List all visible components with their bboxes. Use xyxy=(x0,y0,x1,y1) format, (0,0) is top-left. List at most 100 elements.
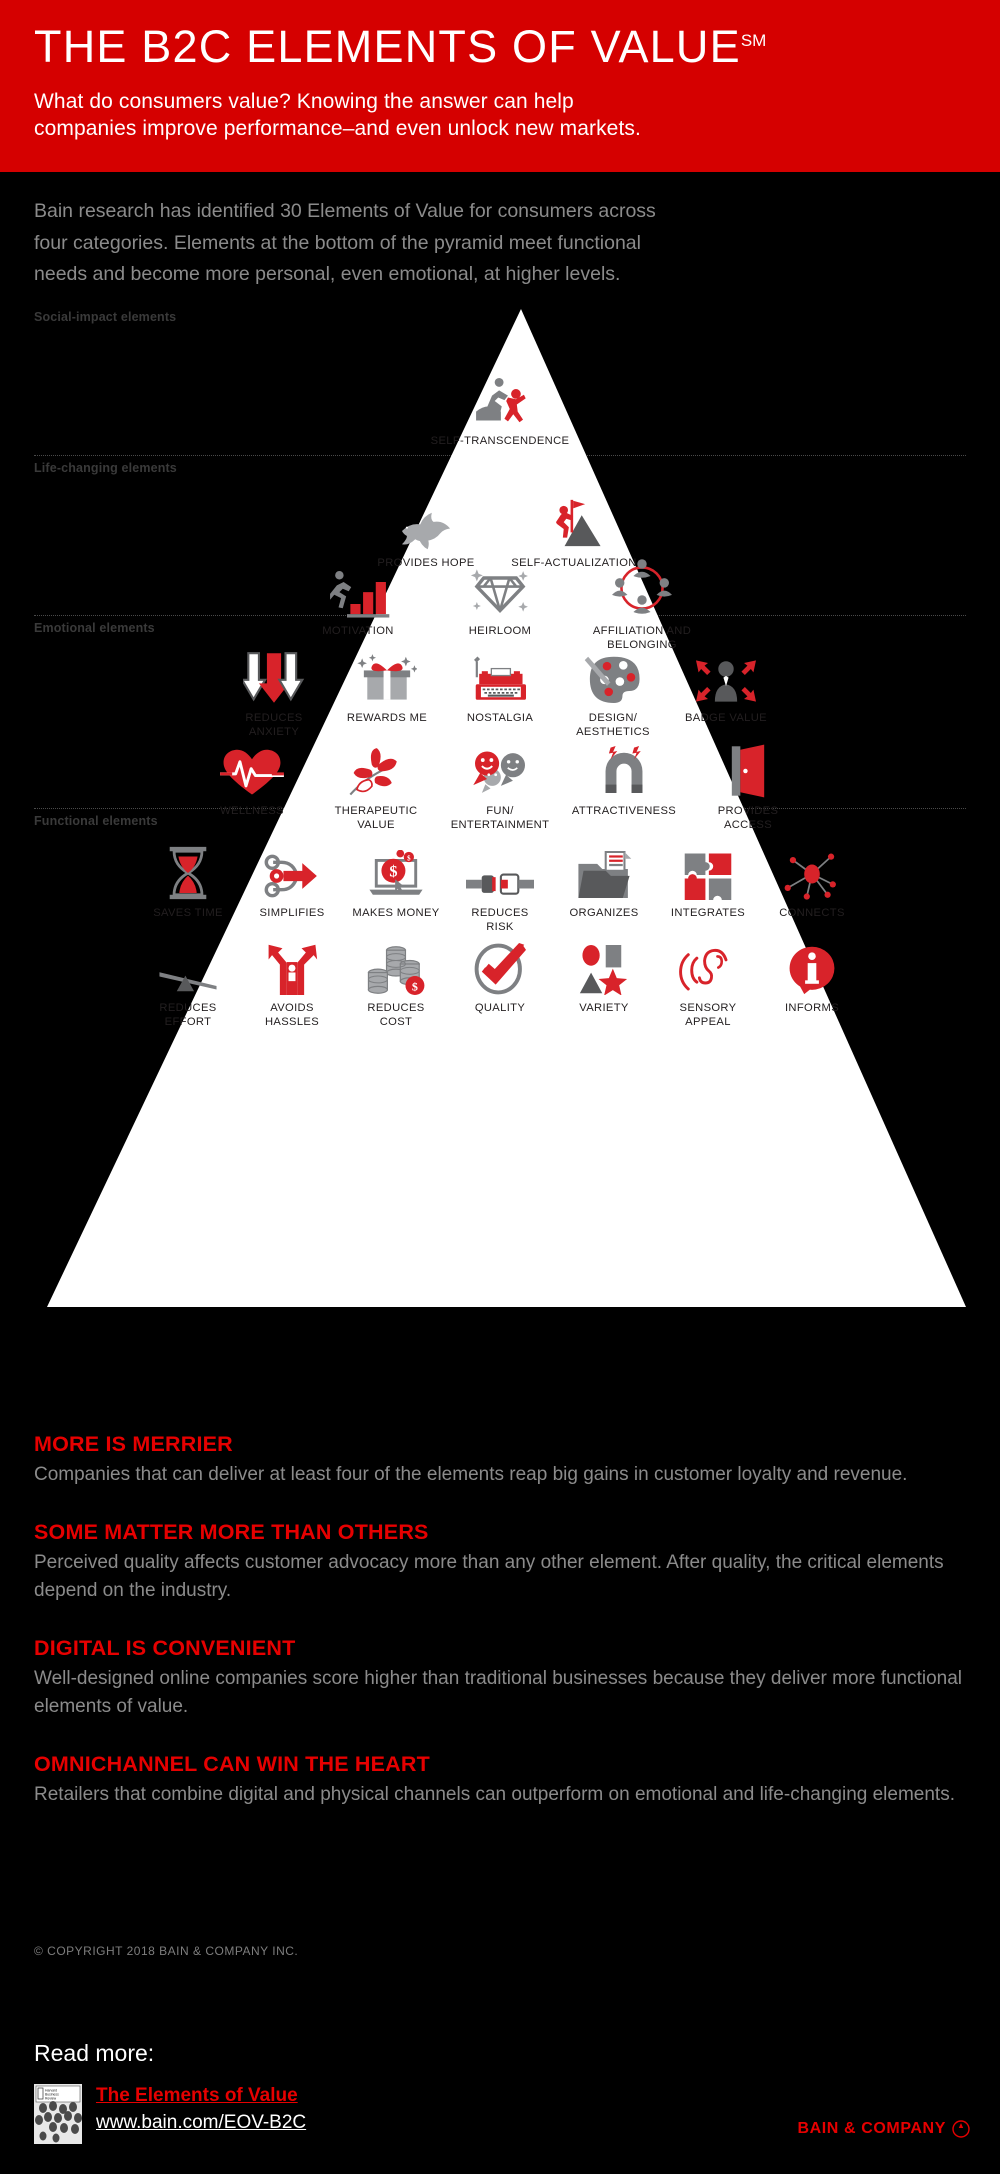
copyright-notice: © COPYRIGHT 2018 BAIN & COMPANY INC. xyxy=(34,1944,299,1958)
element-label: BADGE VALUE xyxy=(685,712,767,724)
people-circle-icon xyxy=(612,558,672,618)
takeaway-body: Retailers that combine digital and physi… xyxy=(34,1783,955,1805)
element-label: SELF-ACTUALIZATION xyxy=(511,557,637,569)
element-reduces-effort[interactable]: REDUCES EFFORT xyxy=(142,935,234,1029)
pyramid-triangle xyxy=(47,309,966,1307)
band-label-functional: Functional elements xyxy=(34,814,158,828)
takeaway-body: Companies that can deliver at least four… xyxy=(34,1464,908,1485)
band-label-social-impact: Social-impact elements xyxy=(34,310,177,324)
header-banner: THE B2C ELEMENTS OF VALUESM What do cons… xyxy=(0,0,1000,172)
element-variety[interactable]: VARIETY xyxy=(558,935,650,1016)
element-provides-hope[interactable]: PROVIDES HOPE xyxy=(361,490,491,571)
heart-pulse-icon xyxy=(220,738,284,798)
coin-stacks-icon: $ xyxy=(365,935,427,995)
element-wellness[interactable]: WELLNESS xyxy=(200,738,304,819)
element-label: QUALITY xyxy=(474,1002,526,1014)
pyramid-rows: SELF-TRANSCENDENCE PROVIDES HOPE SELF-AC… xyxy=(0,300,1000,1410)
band-label-life-changing: Life-changing elements xyxy=(34,461,177,475)
element-design-aesthetics[interactable]: DESIGN/AESTHETICS xyxy=(566,645,661,739)
element-label: SELF-TRANSCENDENCE xyxy=(430,435,570,447)
runner-bars-icon xyxy=(325,558,391,618)
eov-article-link[interactable]: The Elements of Value xyxy=(96,2085,298,2106)
magnet-icon xyxy=(597,738,651,798)
page-title-text: THE B2C ELEMENTS OF VALUE xyxy=(34,21,741,72)
laptop-dollar-icon: $ $ xyxy=(366,840,426,900)
element-badge-value[interactable]: BADGE VALUE xyxy=(679,645,774,726)
element-label: PROVIDES ACCESS xyxy=(717,805,779,831)
element-reduces-risk[interactable]: REDUCES RISK xyxy=(456,840,544,934)
element-label: AVOIDS HASSLES xyxy=(264,1002,320,1028)
element-self-transcendence[interactable]: SELF-TRANSCENDENCE xyxy=(425,368,575,449)
svg-text:$: $ xyxy=(389,862,397,881)
element-attractiveness[interactable]: ATTRACTIVENESS xyxy=(572,738,676,819)
svg-text:$: $ xyxy=(412,980,418,994)
palette-icon xyxy=(583,645,643,705)
takeaway-heading: SOME MATTER MORE THAN OTHERS xyxy=(34,1519,429,1544)
info-icon xyxy=(787,935,837,995)
element-heirloom[interactable]: HEIRLOOM xyxy=(441,558,559,639)
pyramid-row-life-changing-1: PROVIDES HOPE SELF-ACTUALIZATION xyxy=(0,490,1000,571)
ear-icon xyxy=(678,935,738,995)
typewriter-icon xyxy=(467,645,533,705)
subtitle-line-1: What do consumers value? Knowing the ans… xyxy=(34,90,574,113)
element-informs[interactable]: INFORMS xyxy=(766,935,858,1016)
helping-hand-icon xyxy=(469,368,531,428)
element-quality[interactable]: QUALITY xyxy=(454,935,546,1016)
element-label: SENSORY APPEAL xyxy=(679,1002,737,1028)
element-self-actualization[interactable]: SELF-ACTUALIZATION xyxy=(509,490,639,571)
element-label: CONNECTS xyxy=(779,907,845,919)
folder-icon xyxy=(575,840,633,900)
element-reduces-cost[interactable]: $ REDUCES COST xyxy=(350,935,442,1029)
takeaway-body: Well-designed online companies score hig… xyxy=(34,1667,963,1718)
element-label: SAVES TIME xyxy=(153,907,223,919)
leaves-icon xyxy=(347,738,405,798)
puzzle-icon xyxy=(681,840,735,900)
element-nostalgia[interactable]: NOSTALGIA xyxy=(453,645,548,726)
pyramid-row-functional-6: REDUCES EFFORT AVOIDS HASSLES $ REDUCES … xyxy=(0,935,1000,1029)
element-label: MAKES MONEY xyxy=(352,907,440,919)
element-label: SIMPLIFIES xyxy=(259,907,325,919)
element-avoids-hassles[interactable]: AVOIDS HASSLES xyxy=(246,935,338,1029)
element-makes-money[interactable]: $ $ MAKES MONEY xyxy=(352,840,440,921)
shapes-icon xyxy=(578,935,630,995)
bain-mark-icon xyxy=(952,2120,970,2138)
hourglass-icon xyxy=(166,840,210,900)
element-label: NOSTALGIA xyxy=(466,712,534,724)
svg-text:$: $ xyxy=(407,855,411,862)
element-label: INFORMS xyxy=(784,1002,840,1014)
element-label: PROVIDES HOPE xyxy=(377,557,475,569)
element-sensory-appeal[interactable]: SENSORY APPEAL xyxy=(662,935,754,1029)
hbr-article-thumbnail[interactable]: Harvard Business Review xyxy=(34,2084,82,2144)
element-organizes[interactable]: ORGANIZES xyxy=(560,840,648,921)
element-connects[interactable]: CONNECTS xyxy=(768,840,856,921)
element-label: ORGANIZES xyxy=(569,907,639,919)
element-rewards-me[interactable]: REWARDS ME xyxy=(340,645,435,726)
element-saves-time[interactable]: SAVES TIME xyxy=(144,840,232,921)
read-more-label: Read more: xyxy=(34,2040,155,2066)
element-motivation[interactable]: MOTIVATION xyxy=(299,558,417,639)
lever-icon xyxy=(156,935,220,995)
page-title: THE B2C ELEMENTS OF VALUESM xyxy=(34,24,966,69)
element-fun-entertainment[interactable]: FUN/ENTERTAINMENT xyxy=(448,738,552,832)
element-integrates[interactable]: INTEGRATES xyxy=(664,840,752,921)
element-simplifies[interactable]: SIMPLIFIES xyxy=(248,840,336,921)
bain-company-logo: BAIN & COMPANY xyxy=(797,2120,970,2138)
element-provides-access[interactable]: PROVIDES ACCESS xyxy=(696,738,800,832)
eov-url-link[interactable]: www.bain.com/EOV-B2C xyxy=(96,2112,307,2133)
person-arrows-icon xyxy=(694,645,758,705)
checkmark-circle-icon xyxy=(472,935,528,995)
gift-icon xyxy=(357,645,417,705)
